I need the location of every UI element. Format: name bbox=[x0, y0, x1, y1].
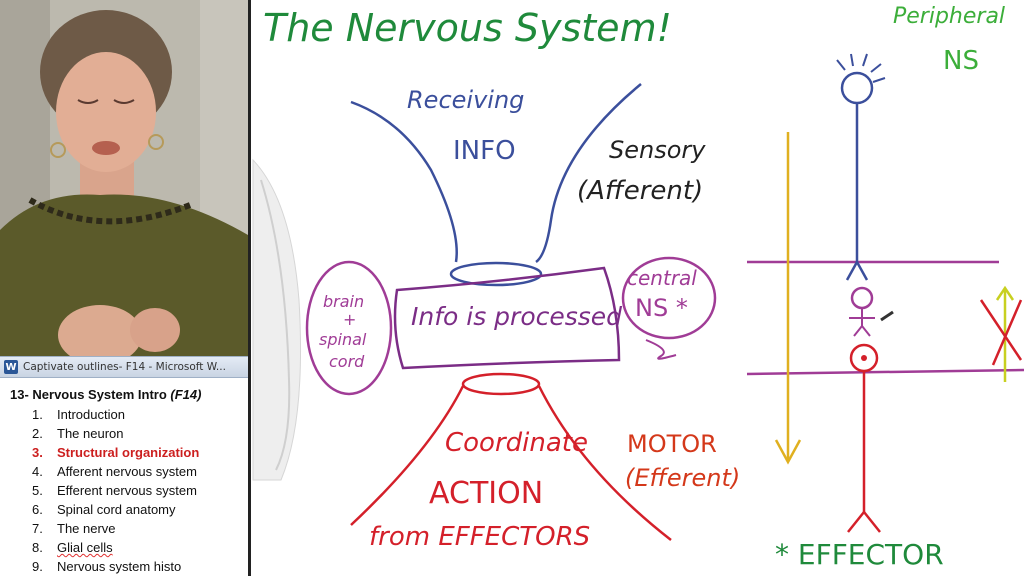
list-item-number: 4. bbox=[32, 464, 43, 479]
whiteboard-drawing bbox=[252, 53, 1024, 541]
central-label: central bbox=[627, 266, 697, 290]
list-item-number: 3. bbox=[32, 445, 43, 460]
action-label: ACTION bbox=[429, 476, 544, 511]
list-item-label: Glial cells bbox=[57, 540, 113, 555]
central-ns-squiggle bbox=[645, 339, 677, 360]
list-item-label: The nerve bbox=[57, 521, 116, 536]
whiteboard: The Nervous System! Peripheral NS Receiv… bbox=[251, 0, 1024, 576]
central-ns-label: NS * bbox=[635, 294, 688, 322]
list-item: 2. The neuron bbox=[32, 424, 248, 443]
word-icon: W bbox=[4, 360, 18, 374]
motor-terminal bbox=[847, 511, 881, 533]
membrane-bottom-line bbox=[746, 368, 1024, 376]
interneuron-body bbox=[850, 286, 874, 310]
interneuron-lines bbox=[849, 308, 875, 337]
plus-label: + bbox=[343, 310, 357, 329]
brain-spinal-cord-oval bbox=[305, 260, 393, 396]
yellow-down-arrowhead bbox=[774, 439, 802, 465]
list-item-number: 2. bbox=[32, 426, 43, 441]
list-item-number: 7. bbox=[32, 521, 43, 536]
coordinate-label: Coordinate bbox=[445, 428, 588, 458]
outline-course: (F14) bbox=[170, 387, 202, 402]
funnel-right-line bbox=[535, 83, 642, 264]
list-item: 1. Introduction bbox=[32, 405, 248, 424]
processing-box bbox=[393, 266, 621, 370]
peripheral-ns-label: NS bbox=[943, 46, 979, 76]
list-item-label: Efferent nervous system bbox=[57, 483, 197, 498]
taskbar-title: Captivate outlines- F14 - Microsoft W... bbox=[23, 361, 226, 373]
red-x-mark bbox=[979, 299, 1023, 366]
list-item-number: 8. bbox=[32, 540, 43, 555]
outline-list: 1. Introduction 2. The neuron 3. Structural… bbox=[10, 405, 248, 576]
cord-label: cord bbox=[329, 352, 365, 371]
list-item-label: Spinal cord anatomy bbox=[57, 502, 176, 517]
outline-heading-text: 13- Nervous System Intro bbox=[10, 387, 167, 402]
efferent-label: (Efferent) bbox=[625, 464, 741, 492]
list-item-label: Structural organization bbox=[57, 445, 200, 460]
funnel-mouth bbox=[449, 261, 543, 287]
from-effectors-label: from EFFECTORS bbox=[369, 522, 591, 552]
list-item: 6. Spinal cord anatomy bbox=[32, 500, 248, 519]
yellow-up-arrowhead bbox=[995, 285, 1015, 301]
central-ns-oval bbox=[621, 256, 717, 340]
board-title: The Nervous System! bbox=[263, 6, 672, 50]
list-item-number: 5. bbox=[32, 483, 43, 498]
webcam-video bbox=[0, 0, 248, 356]
list-item: 7. The nerve bbox=[32, 519, 248, 538]
brain-label: brain bbox=[323, 292, 365, 311]
spine-image-line bbox=[260, 179, 291, 471]
list-item: 5. Efferent nervous system bbox=[32, 481, 248, 500]
peripheral-label: Peripheral bbox=[893, 4, 1006, 29]
spine-image bbox=[252, 158, 302, 481]
list-item-label: Nervous system histo bbox=[57, 559, 182, 574]
volcano-top bbox=[461, 372, 541, 396]
list-item-number: 6. bbox=[32, 502, 43, 517]
sensory-label: Sensory bbox=[609, 136, 706, 164]
receiving-label: Receiving bbox=[407, 86, 525, 114]
outline-heading: 13- Nervous System Intro (F14) bbox=[10, 387, 248, 402]
sensory-receptor-head bbox=[840, 71, 874, 105]
processing-label: Info is processed bbox=[411, 302, 623, 331]
info-label: INFO bbox=[453, 136, 516, 166]
list-item-number: 1. bbox=[32, 407, 43, 422]
list-item-active: 3. Structural organization bbox=[32, 443, 248, 462]
list-item: 4. Afferent nervous system bbox=[32, 462, 248, 481]
funnel-left-line bbox=[350, 100, 458, 263]
volcano-right-line bbox=[537, 385, 672, 541]
list-item-label: Afferent nervous system bbox=[57, 464, 197, 479]
volcano-left-line bbox=[350, 385, 465, 526]
panel-divider bbox=[248, 0, 251, 576]
list-item: 8. Glial cells bbox=[32, 538, 248, 557]
list-item-label: Introduction bbox=[57, 407, 125, 422]
spinal-label: spinal bbox=[319, 330, 367, 349]
afferent-label: (Afferent) bbox=[577, 176, 704, 206]
list-item: 9. Nervous system histo bbox=[32, 557, 248, 576]
motor-label: MOTOR bbox=[627, 430, 717, 458]
pen-cursor bbox=[880, 310, 894, 322]
effector-label: * EFFECTOR bbox=[775, 538, 944, 571]
list-item-number: 9. bbox=[32, 559, 43, 574]
outline-panel: 13- Nervous System Intro (F14) 1. Introdu… bbox=[0, 378, 248, 576]
sensory-terminal bbox=[845, 261, 869, 281]
taskbar-button-word[interactable]: W Captivate outlines- F14 - Microsoft W.… bbox=[0, 356, 248, 378]
motor-neuron-nucleus bbox=[861, 355, 867, 361]
list-item-label: The neuron bbox=[57, 426, 124, 441]
receptor-rays bbox=[836, 53, 886, 83]
